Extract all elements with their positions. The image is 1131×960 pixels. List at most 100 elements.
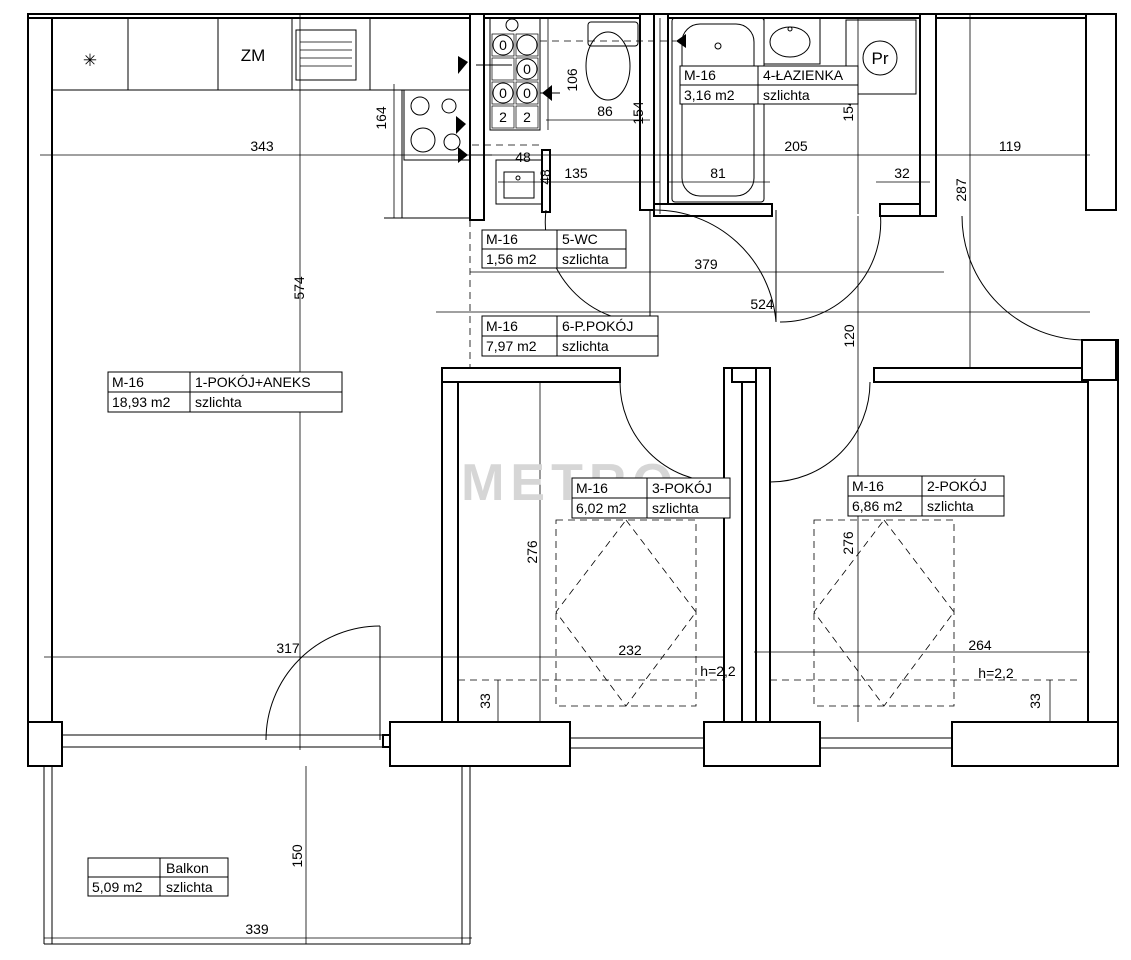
dimension-label: 276	[524, 540, 540, 564]
sink	[291, 17, 371, 91]
duct-label: 2	[523, 109, 531, 125]
room-area: 5,09 m2	[92, 879, 143, 895]
bathtub	[671, 17, 765, 203]
arrow-left-icon	[542, 85, 552, 101]
wall-corner-right	[1081, 339, 1117, 381]
door-swing	[961, 215, 1087, 341]
wall-room2-top	[873, 367, 1089, 383]
washer-label: Pr	[872, 49, 889, 68]
dimension-labels: 343 574 164 106 86 154 154 205 119 287 8…	[245, 68, 1043, 937]
room-name: 1-POKÓJ+ANEKS	[195, 374, 311, 390]
room-finish: szlichta	[652, 500, 699, 516]
room-name: 3-POKÓJ	[652, 480, 712, 496]
dimension-label: 154	[630, 101, 646, 125]
window-living	[61, 734, 385, 748]
arrow-right-icon	[456, 116, 466, 134]
room-label-lazienka: M-16 4-ŁAZIENKA 3,16 m2 szlichta	[679, 65, 859, 105]
duct-label: 2	[499, 109, 507, 125]
room-finish: szlichta	[562, 338, 609, 354]
room-finish: szlichta	[195, 394, 242, 410]
dimension-label: 276	[840, 531, 856, 555]
room-code: M-16	[112, 374, 144, 390]
washing-machine	[845, 19, 917, 95]
room-finish: szlichta	[763, 87, 810, 103]
room-name: 5-WC	[562, 231, 598, 247]
dimension-label: 32	[894, 165, 910, 181]
bed-room2	[813, 519, 955, 707]
kitchen-unit: ✳ ZM	[51, 17, 471, 219]
toilet-bowl	[585, 31, 631, 101]
room-label-wc: M-16 5-WC 1,56 m2 szlichta	[481, 229, 627, 269]
wall-bath-left	[653, 13, 669, 211]
wall-right-upper	[1085, 13, 1117, 211]
wall-right	[1087, 339, 1119, 767]
dimension-label: 574	[291, 276, 307, 300]
room-finish: szlichta	[166, 879, 213, 895]
bathroom-fixtures: Pr	[671, 17, 917, 203]
walls	[27, 13, 1119, 767]
arrow-left-icon	[676, 34, 686, 48]
wall-bottom-left	[27, 721, 63, 767]
room-finish: szlichta	[927, 498, 974, 514]
dimension-label: 343	[250, 138, 274, 154]
wall-bath-bottom	[653, 203, 773, 217]
room-area: 6,86 m2	[852, 498, 903, 514]
arrow-right-icon	[458, 56, 468, 74]
room-label-przedpokoj: M-16 6-P.POKÓJ 7,97 m2 szlichta	[481, 315, 659, 357]
cooktop	[403, 89, 471, 161]
fridge-label: ZM	[241, 46, 266, 65]
dimension-label: 524	[750, 296, 774, 312]
dimension-label: 232	[618, 642, 642, 658]
dimension-label: 264	[968, 637, 992, 653]
wall-kitchen-wc	[469, 13, 485, 221]
dimension-label: 48	[537, 169, 553, 185]
window-room3	[569, 737, 705, 749]
dimension-label: 106	[564, 68, 580, 92]
door-swing	[769, 381, 871, 483]
room-name: 2-POKÓJ	[927, 478, 987, 494]
dimension-label: 120	[841, 324, 857, 348]
room-area: 18,93 m2	[112, 394, 171, 410]
dimension-label: 317	[276, 640, 300, 656]
room-label-pokoj-3: M-16 3-POKÓJ 6,02 m2 szlichta	[571, 477, 731, 519]
wall-left	[27, 13, 53, 767]
wall-room3-left	[441, 367, 459, 723]
room-name: 6-P.POKÓJ	[562, 318, 633, 334]
dimension-label: 119	[999, 138, 1022, 154]
window-room2	[819, 737, 953, 749]
height-label: h=2,2	[978, 665, 1014, 681]
dimension-label: 164	[373, 106, 389, 130]
dimension-lines	[40, 14, 1090, 944]
room-code: M-16	[486, 318, 518, 334]
dimension-label: 339	[245, 921, 269, 937]
dimension-label: 135	[564, 165, 588, 181]
dimension-label: 33	[1027, 693, 1043, 709]
snowflake-icon: ✳	[83, 51, 97, 70]
beds	[458, 220, 1080, 707]
room-label-balkon: Balkon 5,09 m2 szlichta	[87, 857, 229, 897]
balcony-door-swing	[265, 625, 381, 741]
room-name: Balkon	[166, 860, 209, 876]
wall-room3-top	[441, 367, 621, 383]
dimension-label: 205	[784, 138, 808, 154]
dimension-label: 379	[694, 256, 718, 272]
bath-sink	[763, 17, 821, 65]
dimension-label: 48	[515, 149, 531, 165]
door-swing	[653, 209, 777, 323]
balcony	[43, 766, 471, 945]
room-area: 7,97 m2	[486, 338, 537, 354]
room-name: 4-ŁAZIENKA	[763, 67, 844, 83]
wall-room2-left	[755, 367, 771, 723]
dimension-label: 86	[597, 103, 613, 119]
room-code: M-16	[576, 480, 608, 496]
door-swing	[779, 209, 882, 323]
wall-bottom-mid	[389, 721, 571, 767]
duct-label: 0	[523, 61, 531, 77]
room-area: 1,56 m2	[486, 251, 537, 267]
room-area: 3,16 m2	[684, 87, 735, 103]
duct-label: 0	[523, 85, 531, 101]
wall-bottom-right	[951, 721, 1119, 767]
wall-bottom-mid2	[703, 721, 821, 767]
duct-label: 0	[499, 85, 507, 101]
room-label-pokoj-2: M-16 2-POKÓJ 6,86 m2 szlichta	[847, 475, 1005, 517]
